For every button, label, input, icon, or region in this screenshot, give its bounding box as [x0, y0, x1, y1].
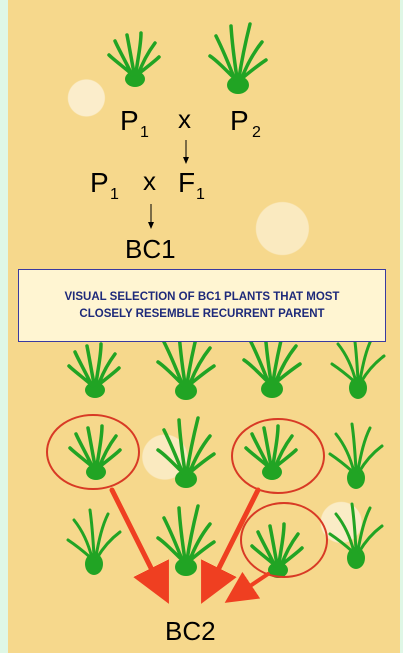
- cross-symbol-1: x: [178, 104, 191, 134]
- cross-arrow-bc1: [148, 204, 154, 229]
- bc1-label: BC1: [125, 234, 176, 264]
- parent2-label: P: [230, 105, 249, 136]
- bc1-plant: [68, 510, 120, 575]
- parent1-label: P: [120, 105, 139, 136]
- parent2-plant: [210, 24, 266, 94]
- bc1-plant: [158, 506, 214, 576]
- parent1-subscript: 1: [140, 124, 149, 141]
- bc1-plant: [246, 426, 296, 480]
- selection-banner-text: VISUAL SELECTION OF BC1 PLANTS THAT MOST…: [41, 289, 363, 323]
- parent2-subscript: 2: [252, 124, 261, 141]
- bc1-plant: [332, 334, 384, 399]
- selection-arrow: [112, 490, 160, 586]
- bc1-plant: [70, 426, 120, 480]
- selection-arrow: [238, 574, 268, 594]
- backcross-parent-subscript: 1: [110, 186, 119, 203]
- backcross-parent-label: P: [90, 167, 109, 198]
- bc1-plant: [69, 344, 119, 398]
- parent1-plant: [109, 33, 159, 87]
- selection-banner: VISUAL SELECTION OF BC1 PLANTS THAT MOST…: [18, 269, 386, 342]
- bc1-plant: [158, 418, 214, 488]
- bc1-plant: [330, 504, 382, 569]
- selection-arrow: [210, 490, 258, 586]
- f1-label: F: [178, 167, 195, 198]
- f1-subscript: 1: [196, 186, 205, 203]
- cross-symbol-2: x: [143, 166, 156, 196]
- bc2-label: BC2: [165, 616, 216, 646]
- bc1-plant: [330, 424, 382, 489]
- cross-arrow-f1: [183, 140, 189, 164]
